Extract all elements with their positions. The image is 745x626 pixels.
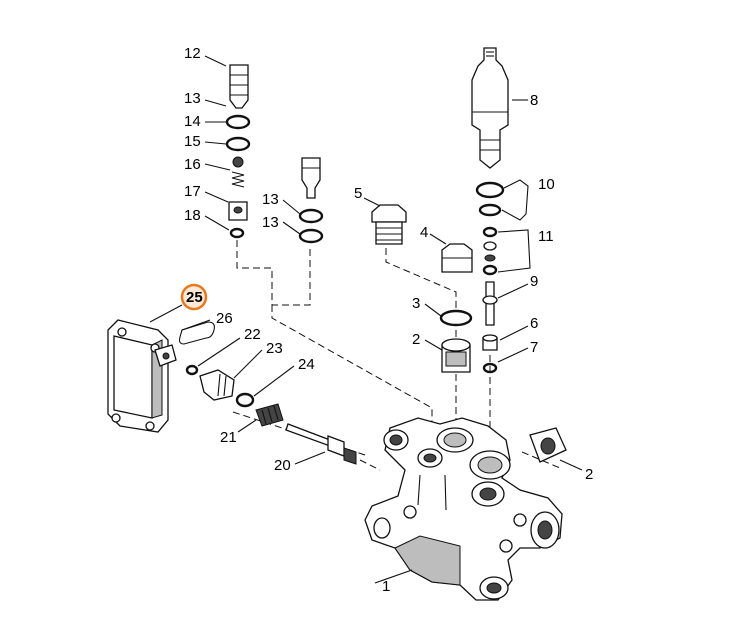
svg-text:2: 2	[585, 466, 593, 483]
callout-23[interactable]: 23	[266, 340, 283, 357]
callout-13-mid-upper[interactable]: 13	[262, 191, 279, 208]
svg-text:6: 6	[530, 315, 538, 332]
svg-text:11: 11	[538, 228, 554, 245]
svg-text:8: 8	[530, 92, 538, 109]
threaded-nipple[interactable]	[371, 204, 407, 245]
svg-text:16: 16	[184, 156, 201, 173]
callout-26[interactable]: 26	[216, 310, 233, 327]
svg-text:13: 13	[262, 214, 279, 231]
callout-21[interactable]: 21	[220, 429, 237, 446]
svg-text:7: 7	[530, 339, 538, 356]
callout-8[interactable]: 8	[530, 92, 538, 109]
svg-text:15: 15	[184, 133, 201, 150]
callout-14[interactable]: 14	[184, 113, 201, 130]
right-valve-stack[interactable]	[471, 47, 509, 374]
callout-1[interactable]: 1	[382, 578, 390, 595]
svg-text:2: 2	[412, 331, 420, 348]
svg-text:26: 26	[216, 310, 233, 327]
callout-13-left[interactable]: 13	[184, 90, 201, 107]
svg-text:24: 24	[298, 356, 315, 373]
left-valve-stack[interactable]	[225, 64, 251, 239]
o-ring-3[interactable]	[439, 309, 473, 327]
callout-18[interactable]: 18	[184, 207, 201, 224]
callout-15[interactable]: 15	[184, 133, 201, 150]
check-valve-upper[interactable]	[441, 338, 471, 373]
plug[interactable]	[441, 243, 473, 273]
callout-5[interactable]: 5	[354, 185, 362, 202]
callout-24[interactable]: 24	[298, 356, 315, 373]
svg-text:13: 13	[262, 191, 279, 208]
callout-labels: 12 13 14 15 16 17 18 13 13 5 4 3 2 8 10 …	[184, 45, 593, 595]
svg-text:20: 20	[274, 457, 291, 474]
svg-text:23: 23	[266, 340, 283, 357]
svg-text:18: 18	[184, 207, 201, 224]
leader-lines	[149, 55, 583, 584]
svg-text:21: 21	[220, 429, 237, 446]
svg-text:10: 10	[538, 176, 555, 193]
highlight-circle-25	[180, 283, 208, 311]
callout-25[interactable]: 25	[186, 289, 203, 306]
callout-3[interactable]: 3	[412, 295, 420, 312]
svg-text:13: 13	[184, 90, 201, 107]
callout-10[interactable]: 10	[538, 176, 555, 193]
callout-7[interactable]: 7	[530, 339, 538, 356]
callout-2-right[interactable]: 2	[585, 466, 593, 483]
callout-22[interactable]: 22	[244, 326, 261, 343]
callout-13-mid-lower[interactable]: 13	[262, 214, 279, 231]
svg-text:4: 4	[420, 224, 428, 241]
callout-4[interactable]: 4	[420, 224, 428, 241]
callout-16[interactable]: 16	[184, 156, 201, 173]
svg-text:14: 14	[184, 113, 201, 130]
middle-valve-stack[interactable]	[298, 157, 324, 244]
callout-11[interactable]: 11	[538, 228, 554, 245]
svg-text:1: 1	[382, 578, 390, 595]
callout-6[interactable]: 6	[530, 315, 538, 332]
svg-text:3: 3	[412, 295, 420, 312]
svg-text:17: 17	[184, 183, 201, 200]
pump-housing[interactable]	[364, 417, 563, 601]
callout-20[interactable]: 20	[274, 457, 291, 474]
callout-2-upper[interactable]: 2	[412, 331, 420, 348]
callout-9[interactable]: 9	[530, 273, 538, 290]
callout-12[interactable]: 12	[184, 45, 201, 62]
bypass-parts[interactable]	[178, 321, 357, 465]
svg-text:5: 5	[354, 185, 362, 202]
svg-text:12: 12	[184, 45, 201, 62]
svg-text:9: 9	[530, 273, 538, 290]
check-valve-right[interactable]	[529, 427, 567, 463]
svg-text:25: 25	[186, 289, 203, 306]
callout-17[interactable]: 17	[184, 183, 201, 200]
svg-text:22: 22	[244, 326, 261, 343]
cover-plate[interactable]	[107, 319, 177, 433]
